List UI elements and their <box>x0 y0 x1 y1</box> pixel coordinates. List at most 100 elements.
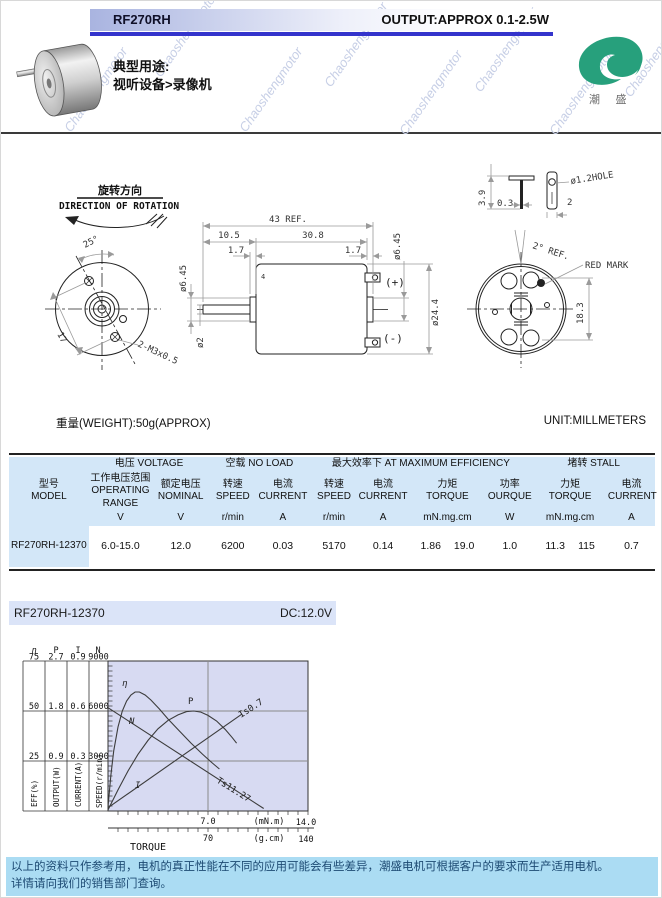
unit-a3: A <box>607 511 655 526</box>
col-header-torque-maxeff: 力矩 TORQUE <box>407 471 488 511</box>
chart-model: RF270RH-12370 <box>14 606 105 620</box>
cell-torque-stall: 11.3 115 <box>532 525 608 567</box>
dim-30-8: 30.8 <box>302 231 324 241</box>
torque-mnm: 1.86 <box>420 539 441 552</box>
unit-rmin1: r/min <box>209 511 257 526</box>
col-header-nominal: 额定电压 NOMINAL <box>152 471 210 511</box>
rotation-arrow-icon <box>65 213 168 229</box>
tick-out-2-7: 2.7 <box>48 653 63 663</box>
tick-out-0-9: 0.9 <box>48 752 63 762</box>
torque-gcm: 19.0 <box>453 539 475 552</box>
cell-speed-noload: 6200 <box>209 525 257 567</box>
axis-name-speed: SPEED(r/min) <box>95 754 104 808</box>
dim-boss-rear: ø6.45 <box>393 233 403 260</box>
col-header-operating-range: 工作电压范围 OPERATING RANGE <box>88 471 153 511</box>
stall-torque-mnm: 11.3 <box>545 539 566 552</box>
label-minus: (-) <box>383 332 403 345</box>
rotation-label-en: DIRECTION OF ROTATION <box>59 201 179 212</box>
cell-current-noload: 0.03 <box>256 525 310 567</box>
red-mark-label: RED MARK <box>585 261 629 271</box>
terminal-hole <box>548 178 556 186</box>
tick-eff-75: 75 <box>29 653 39 663</box>
tick-spd-6000: 6000 <box>88 702 108 712</box>
red-mark-dot <box>537 279 545 287</box>
dim-hole-pitch-17: 17 <box>54 331 68 345</box>
unit-a1: A <box>256 511 310 526</box>
screw-hole <box>110 332 120 342</box>
table-row: RF270RH-12370 6.0-15.0 12.0 6200 0.03 51… <box>9 525 655 567</box>
tick-eff-25: 25 <box>29 752 39 762</box>
dim-term-hole: ø1.2HOLE <box>570 170 614 187</box>
unit-note: UNIT:MILLMETERS <box>543 415 646 427</box>
col-header-current-noload: 电流 CURRENT <box>256 471 310 511</box>
xtick-140: 140 <box>298 835 313 845</box>
weight-note: 重量(WEIGHT):50g(APPROX) <box>56 418 211 430</box>
header: Chaoshengmotor Chaoshengmotor Chaoshengm… <box>1 1 661 138</box>
footer-line2: 详情请向我们的销售部门查询。 <box>11 878 172 891</box>
typical-use-label: 典型用途: <box>113 59 170 74</box>
curve-label-p: P <box>188 697 194 707</box>
axis-name-current: CURRENT(A) <box>74 762 83 807</box>
dim-term-len: 3.9 <box>478 190 488 206</box>
xunit-mnm: (mN.m) <box>254 817 285 827</box>
chart-title-bar: RF270RH-12370 DC:12.0V <box>9 601 336 625</box>
logo-text: 潮 盛 <box>589 92 633 106</box>
terminal-detail: 3.9 0.3 ø1.2HOLE 2 <box>478 164 614 218</box>
curve-label-n: N <box>128 717 135 727</box>
unit-rmin2: r/min <box>309 511 359 526</box>
side-view: (+) (-) 4 43 REF. 10.5 30.8 1.7 1.7 <box>179 215 441 355</box>
axis-symbol-p: P <box>53 646 58 656</box>
col-header-current-maxeff: 电流 CURRENT <box>358 471 408 511</box>
axis-name-eff: EFF(%) <box>30 780 39 807</box>
weight-row: 重量(WEIGHT):50g(APPROX) UNIT:MILLMETERS <box>1 413 661 433</box>
dim-shaft: ø2 <box>196 337 206 348</box>
product-title: RF270RH <box>113 12 171 27</box>
cell-nominal: 12.0 <box>152 525 210 567</box>
label-plus: (+) <box>385 276 405 289</box>
tick-eff-50: 50 <box>29 702 39 712</box>
dim-1-7-left: 1.7 <box>228 246 244 256</box>
axis-name-output: OUTPUT(W) <box>52 766 61 807</box>
rotation-label-cn: 旋转方向 <box>97 183 142 197</box>
rear-view: 2° REF. RED MARK 18.3 <box>467 229 629 368</box>
dim-43ref: 43 REF. <box>269 215 307 225</box>
col-header-torque-stall: 力矩 TORQUE <box>532 471 608 511</box>
xtick-70: 70 <box>203 834 213 844</box>
dim-boss-front: ø6.45 <box>179 265 189 292</box>
x-axis-label: TORQUE <box>130 842 166 853</box>
unit-a2: A <box>358 511 408 526</box>
axis-symbol-n: N <box>95 646 100 656</box>
motor-photo <box>16 43 102 117</box>
curve-current <box>107 713 242 809</box>
unit-w: W <box>487 511 533 526</box>
dim-10-5: 10.5 <box>218 231 240 241</box>
output-rating: OUTPUT:APPROX 0.1-2.5W <box>381 12 549 27</box>
unit-v1: V <box>88 511 153 526</box>
cell-current-maxeff: 0.14 <box>358 525 408 567</box>
col-header-model: 型号 MODEL <box>9 457 89 526</box>
tick-spd-9000: 9000 <box>88 653 108 663</box>
tick-cur-0-9: 0.9 <box>70 653 85 663</box>
group-max-efficiency: 最大效率下 AT MAXIMUM EFFICIENCY <box>309 457 533 472</box>
group-stall: 堵转 STALL <box>532 457 655 472</box>
dim-term-pitch: 18.3 <box>576 302 586 324</box>
curve-label-i: I <box>135 781 141 791</box>
dim-screws: 2-M3x0.5 <box>136 340 180 367</box>
tick-cur-0-3: 0.3 <box>70 752 85 762</box>
cell-model: RF270RH-12370 <box>9 525 89 567</box>
cell-speed-maxeff: 5170 <box>309 525 359 567</box>
dim-skew: 2° REF. <box>531 241 570 262</box>
dim-body: ø24.4 <box>431 299 441 326</box>
front-view: 25° 17 2-M3x0.5 <box>45 234 179 370</box>
unit-torque2: mN.mg.cm <box>532 511 608 526</box>
axis-symbol-i: I <box>75 646 80 656</box>
footer-line1: 以上的资料只作参考用，电机的真正性能在不同的应用可能会有些差异，潮盛电机可根据客… <box>11 861 609 873</box>
stall-torque-gcm: 115 <box>578 539 595 552</box>
unit-v2: V <box>152 511 210 526</box>
performance-chart: η P I N 75 2.7 0.9 9000 50 1.8 0.6 6000 … <box>22 646 316 853</box>
cell-operating-range: 6.0-15.0 <box>88 525 153 567</box>
group-voltage: 电压 VOLTAGE <box>88 457 210 472</box>
spec-table-section: 型号 MODEL 电压 VOLTAGE 空载 NO LOAD 最大效率下 AT … <box>9 453 657 571</box>
typical-use-value: 视听设备>录像机 <box>113 77 212 92</box>
